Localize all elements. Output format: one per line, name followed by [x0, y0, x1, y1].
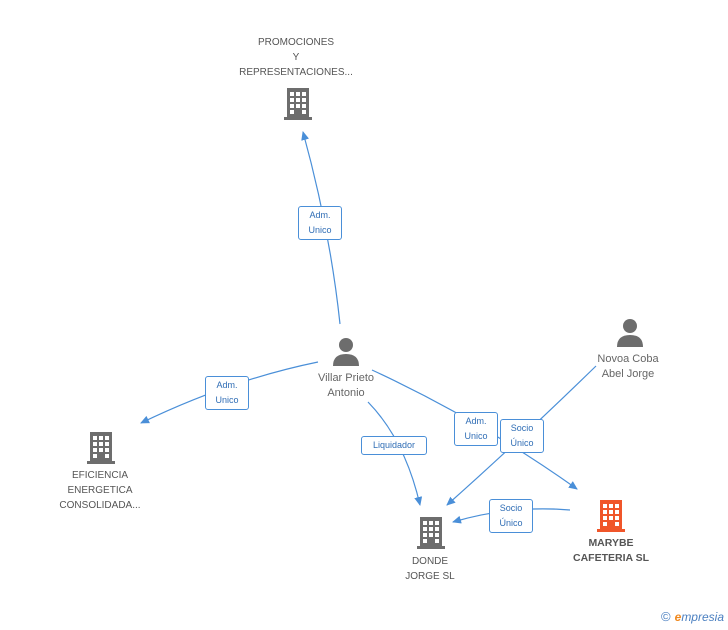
edge-label-line: Socio [499, 503, 523, 513]
edge-label-line: Unico [308, 225, 332, 235]
building-icon[interactable] [596, 498, 626, 532]
node-donde-label: DONDE JORGE SL [384, 554, 476, 584]
node-marybe-line-2: CAFETERIA SL [572, 552, 650, 564]
person-icon[interactable] [332, 337, 360, 367]
edge-label-line: Socio [510, 423, 534, 433]
edge-label-line: Único [510, 438, 534, 448]
brand-logo-initial: e [674, 610, 682, 624]
node-promociones-line-3: REPRESENTACIONES... [239, 67, 353, 78]
person-icon[interactable] [616, 318, 644, 348]
copyright-symbol: © [661, 609, 671, 624]
building-icon[interactable] [416, 515, 446, 549]
edge-label-line: Único [499, 518, 523, 528]
node-donde-line-1: DONDE [411, 556, 449, 567]
node-eficiencia-label: EFICIENCIA ENERGETICA CONSOLIDADA... [44, 468, 156, 513]
edge-label-novoa-socio[interactable]: Socio Único [500, 419, 544, 453]
edge-label-line: Adm. [309, 210, 331, 220]
building-icon[interactable] [283, 86, 313, 120]
node-villar-label: Villar Prieto Antonio [294, 371, 398, 401]
edge-label-villar-donde[interactable]: Liquidador [361, 436, 427, 455]
node-promociones-line-2: Y [292, 52, 300, 63]
node-eficiencia-line-3: CONSOLIDADA... [59, 500, 141, 511]
node-eficiencia-line-1: EFICIENCIA [71, 470, 129, 481]
node-novoa-line-2: Abel Jorge [601, 368, 655, 380]
node-villar-line-2: Antonio [327, 387, 365, 399]
node-novoa-label: Novoa Coba Abel Jorge [578, 352, 678, 382]
brand-logo-text: mpresia [681, 610, 724, 624]
edge-label-line: Unico [464, 431, 488, 441]
node-promociones-line-1: PROMOCIONES [257, 37, 335, 48]
edge-label-line: Adm. [216, 380, 238, 390]
node-marybe-line-1: MARYBE [588, 537, 634, 549]
edge-label-line: Adm. [465, 416, 487, 426]
node-promociones-label: PROMOCIONES Y REPRESENTACIONES... [228, 35, 364, 80]
node-marybe-label: MARYBE CAFETERIA SL [556, 536, 666, 566]
edge-label-marybe-donde[interactable]: Socio Único [489, 499, 533, 533]
building-icon[interactable] [86, 430, 116, 464]
edge-label-line: Unico [215, 395, 239, 405]
edge-label-villar-promociones[interactable]: Adm. Unico [298, 206, 342, 240]
node-novoa-line-1: Novoa Coba [597, 353, 659, 365]
edge-label-villar-eficiencia[interactable]: Adm. Unico [205, 376, 249, 410]
node-villar-line-1: Villar Prieto [317, 372, 375, 384]
empresia-watermark[interactable]: ©empresia [661, 609, 724, 624]
node-eficiencia-line-2: ENERGETICA [67, 485, 133, 496]
node-donde-line-2: JORGE SL [405, 571, 455, 582]
edge-label-villar-marybe[interactable]: Adm. Unico [454, 412, 498, 446]
edge-label-line: Liquidador [372, 440, 416, 450]
